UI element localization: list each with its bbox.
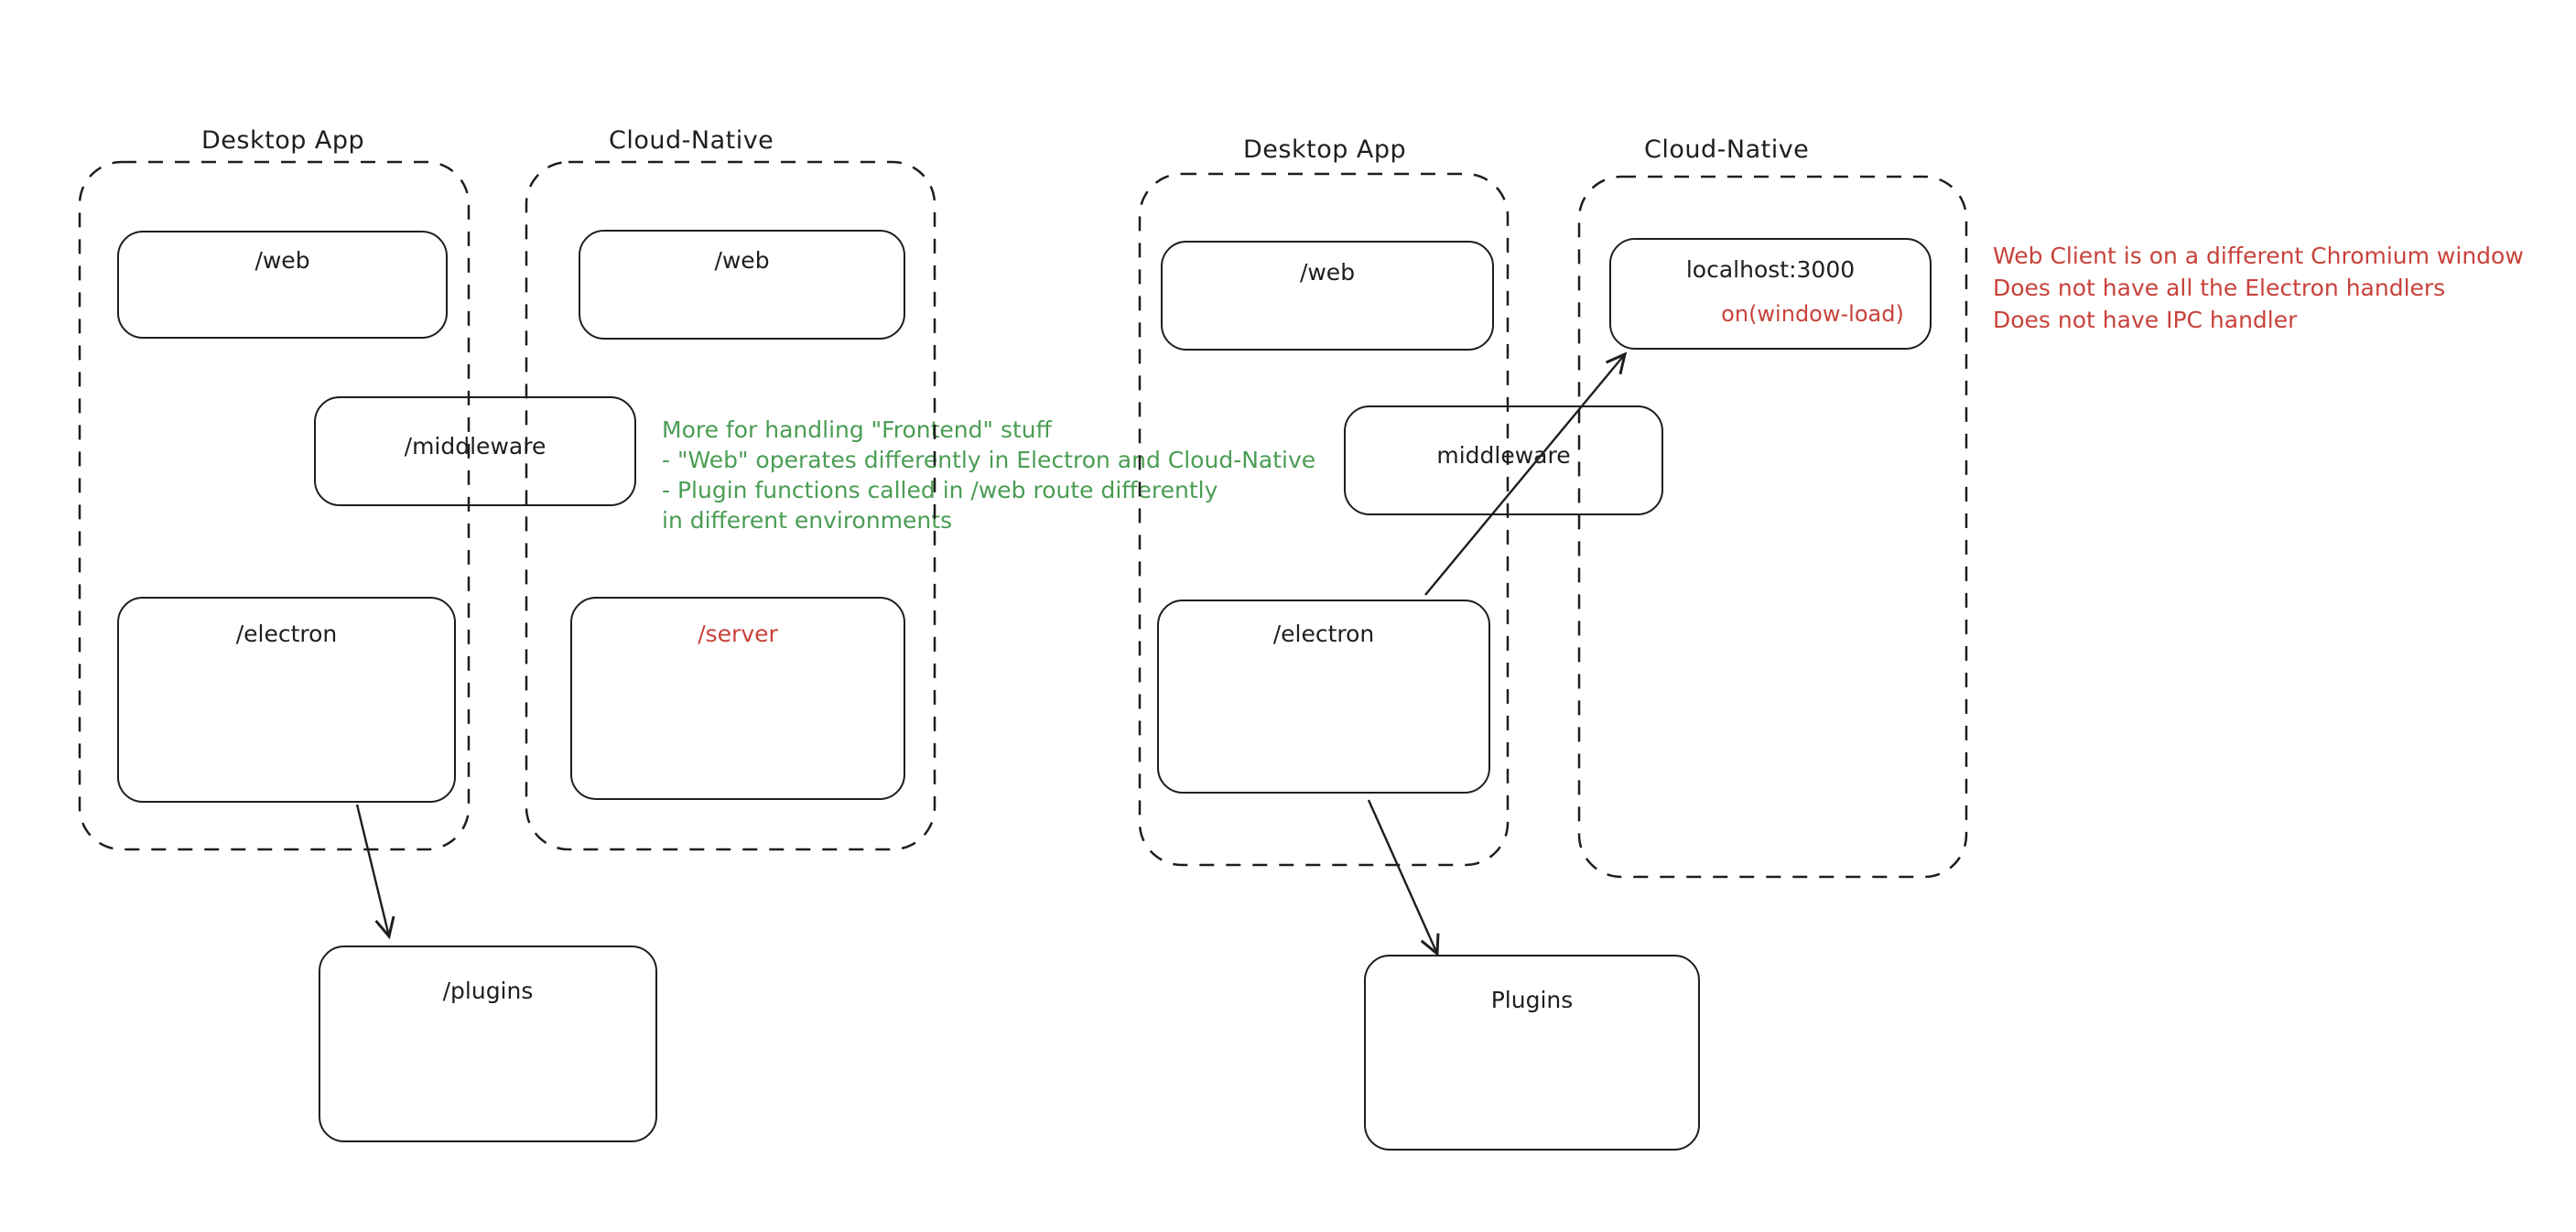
right-cloud-native-label: Cloud-Native [1644, 135, 1810, 164]
red-note-line: Does not have IPC handler [1993, 307, 2298, 333]
red-note: Web Client is on a different Chromium wi… [1993, 240, 2524, 336]
right-node-web-label: /web [1299, 259, 1356, 286]
arrow-right-electron-to-plugins [1367, 799, 1440, 957]
green-note-line: in different environments [662, 507, 953, 534]
right-node-web [1161, 241, 1494, 351]
left-node-web-cloud-label: /web [714, 247, 770, 274]
arrow-left-electron-to-plugins [355, 804, 395, 940]
left-node-plugins [319, 946, 657, 1142]
right-node-plugins-label: Plugins [1490, 987, 1574, 1013]
left-node-server-label: /server [698, 621, 778, 647]
left-desktop-app-label: Desktop App [201, 126, 365, 155]
right-node-localhost-label: localhost:3000 [1685, 256, 1856, 283]
green-note-line: More for handling "Frontend" stuff [662, 416, 1052, 443]
left-node-plugins-label: /plugins [442, 978, 534, 1004]
left-cloud-native-label: Cloud-Native [609, 126, 774, 155]
red-note-line: Does not have all the Electron handlers [1993, 275, 2446, 301]
left-node-web-cloud [579, 230, 905, 340]
right-desktop-app-label: Desktop App [1243, 135, 1407, 164]
left-node-web-desktop-label: /web [254, 247, 310, 274]
left-node-electron-label: /electron [235, 621, 338, 647]
right-node-localhost [1609, 238, 1932, 350]
right-node-on-window-load-label: on(window-load) [1721, 301, 1904, 327]
right-node-middleware-label: middleware [1436, 442, 1571, 469]
green-note: More for handling "Frontend" stuff - "We… [662, 415, 1315, 535]
right-node-plugins [1364, 955, 1700, 1151]
green-note-line: - "Web" operates differently in Electron… [662, 447, 1316, 473]
green-note-line: - Plugin functions called in /web route … [662, 477, 1218, 503]
left-node-middleware-label: /middleware [404, 433, 547, 459]
right-node-electron-label: /electron [1272, 621, 1375, 647]
red-note-line: Web Client is on a different Chromium wi… [1993, 243, 2524, 269]
